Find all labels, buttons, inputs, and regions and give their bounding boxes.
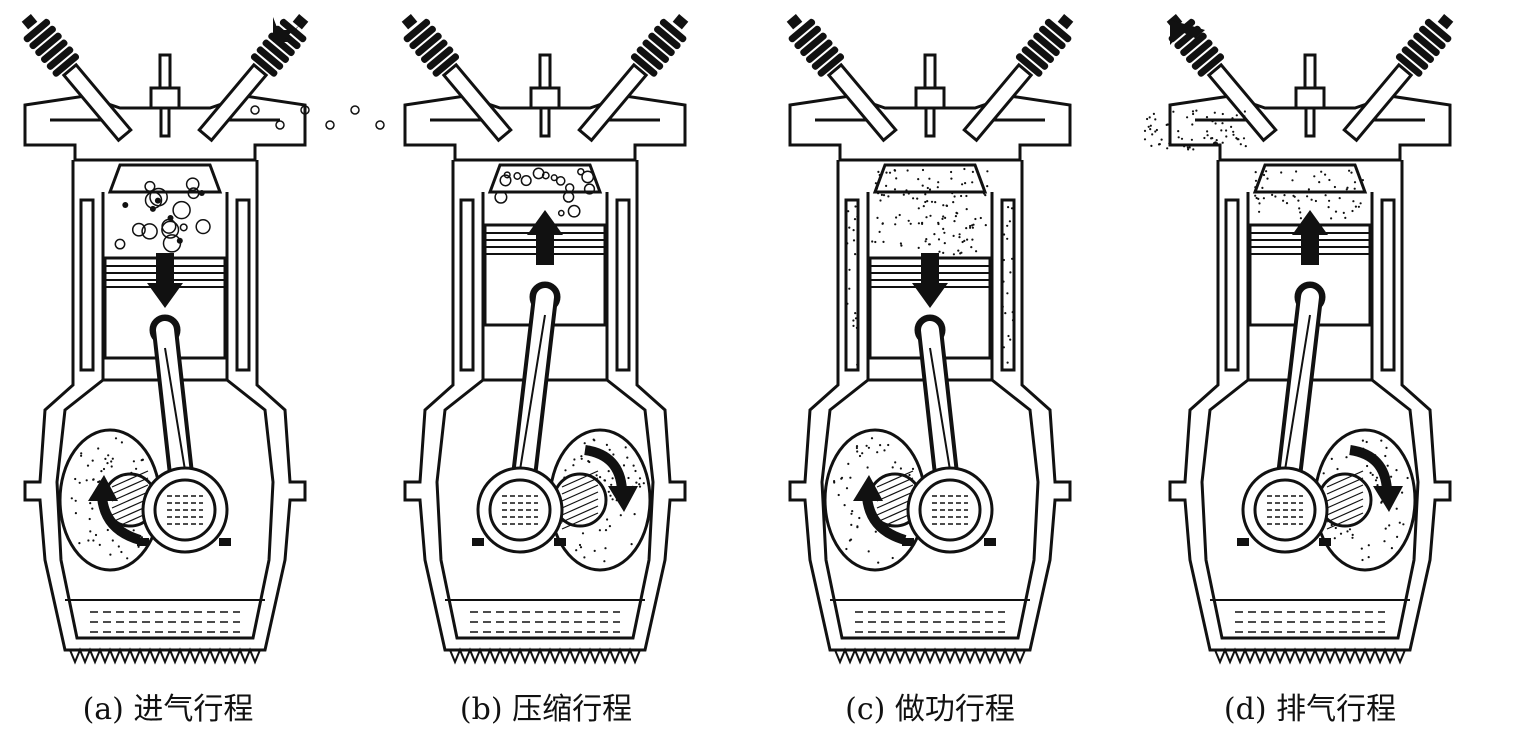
exhaust-valve (197, 14, 309, 143)
exhaust-flow-arrow (1170, 20, 1205, 46)
oil-pan-edge (449, 647, 641, 665)
oil-sump (65, 599, 265, 633)
piston-direction-arrow (147, 253, 183, 308)
crankcase (820, 378, 1040, 640)
oil-sump (1210, 599, 1410, 633)
crank-rotation-arrow (853, 475, 907, 545)
cylinder-wall (101, 192, 229, 380)
spark-plug (914, 53, 946, 138)
connecting-rod (902, 317, 996, 554)
connecting-rod (1237, 284, 1331, 554)
water-jacket (1000, 198, 1016, 372)
intake-valve (401, 14, 513, 143)
intake-valve (21, 14, 133, 143)
crank-counterweight (1313, 428, 1417, 572)
water-jacket (1380, 198, 1396, 372)
engine-panel-intake (21, 14, 385, 665)
engine-panel-exhaust (1143, 14, 1454, 665)
caption-power: (c) 做功行程 (845, 692, 1015, 727)
cylinder-gas (494, 167, 596, 218)
crankcase (435, 378, 655, 640)
piston-direction-arrow (912, 253, 948, 308)
caption-exhaust: (d) 排气行程 (1223, 692, 1397, 727)
exhaust-valve (1342, 14, 1454, 143)
crank-rotation-arrow (584, 445, 638, 512)
water-jacket (844, 198, 860, 372)
oil-pan-edge (69, 647, 261, 665)
cylinder-gas (845, 167, 1016, 366)
cylinder-gas (114, 105, 385, 253)
engine-block (788, 160, 1072, 652)
caption-intake: (a) 进气行程 (82, 692, 254, 727)
connecting-rod (137, 317, 231, 554)
intake-valve (786, 14, 898, 143)
cylinder-wall (481, 192, 609, 380)
water-jacket (235, 198, 251, 372)
connecting-rod (472, 284, 566, 554)
piston-direction-arrow (527, 210, 563, 265)
oil-pan-edge (834, 647, 1026, 665)
engine-panel-power (786, 14, 1074, 665)
water-jacket (1224, 198, 1240, 372)
engine-block (403, 160, 687, 652)
engine-panel-compression (401, 14, 689, 665)
water-jacket (459, 198, 475, 372)
engine-block (23, 160, 307, 652)
cylinder-wall (866, 192, 994, 380)
crankcase (55, 378, 275, 640)
crank-rotation-arrow (1349, 445, 1403, 512)
piston-direction-arrow (1292, 210, 1328, 265)
spark-plug (529, 53, 561, 138)
cylinder-wall (1246, 192, 1374, 380)
water-jacket (615, 198, 631, 372)
combustion-chamber (107, 163, 223, 194)
crank-rotation-arrow (88, 475, 142, 545)
spark-plug (1294, 53, 1326, 138)
cylinder-gas (1143, 109, 1364, 220)
crankcase (1200, 378, 1420, 640)
combustion-chamber (1252, 163, 1368, 194)
intake-flow-arrow (273, 17, 303, 42)
oil-sump (445, 599, 645, 633)
spark-plug (149, 53, 181, 138)
water-jacket (79, 198, 95, 372)
oil-sump (830, 599, 1030, 633)
engine-block (1168, 160, 1452, 652)
oil-pan-edge (1214, 647, 1406, 665)
exhaust-valve (577, 14, 689, 143)
exhaust-valve (962, 14, 1074, 143)
caption-compression: (b) 压缩行程 (459, 692, 633, 727)
